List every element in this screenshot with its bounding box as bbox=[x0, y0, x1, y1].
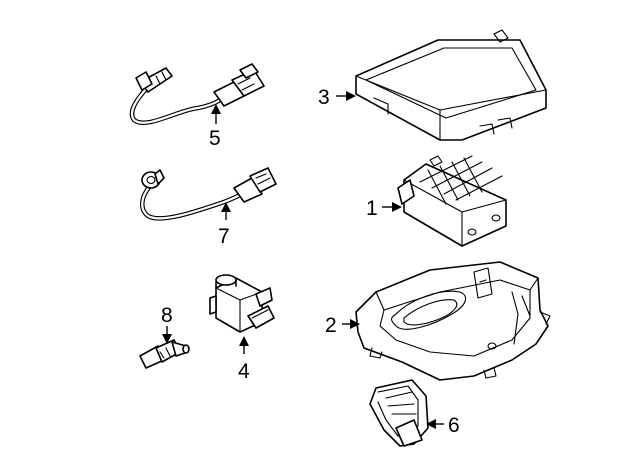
callout-8: 8 bbox=[161, 304, 173, 327]
part-2-ecu-tray bbox=[355, 261, 551, 381]
part-5-sensor-harness bbox=[129, 63, 265, 125]
arrowhead-7 bbox=[221, 202, 231, 212]
arrowhead-6 bbox=[426, 419, 436, 429]
part-1-ecu-module bbox=[397, 155, 507, 247]
arrowhead-2 bbox=[350, 319, 360, 329]
callout-2: 2 bbox=[325, 314, 337, 337]
part-7-knock-sensor-harness bbox=[140, 167, 277, 221]
arrowhead-5 bbox=[211, 104, 221, 114]
part-3-ecu-cover bbox=[355, 29, 547, 141]
arrowhead-4 bbox=[239, 336, 249, 346]
leader-arrows bbox=[162, 91, 444, 429]
callout-1: 1 bbox=[366, 197, 378, 220]
callout-5: 5 bbox=[209, 127, 221, 150]
arrowhead-8 bbox=[162, 334, 172, 344]
callout-6: 6 bbox=[448, 414, 460, 437]
callout-labels: 3 5 1 7 8 2 4 6 bbox=[161, 86, 460, 437]
part-8-sensor bbox=[139, 339, 190, 369]
arrowhead-3 bbox=[346, 91, 356, 101]
part-4-ignition-coil bbox=[209, 274, 275, 333]
callout-4: 4 bbox=[238, 360, 250, 383]
arrowhead-1 bbox=[392, 202, 402, 212]
callout-7: 7 bbox=[218, 225, 230, 248]
part-6-bracket bbox=[369, 379, 429, 447]
callout-3: 3 bbox=[318, 86, 330, 109]
